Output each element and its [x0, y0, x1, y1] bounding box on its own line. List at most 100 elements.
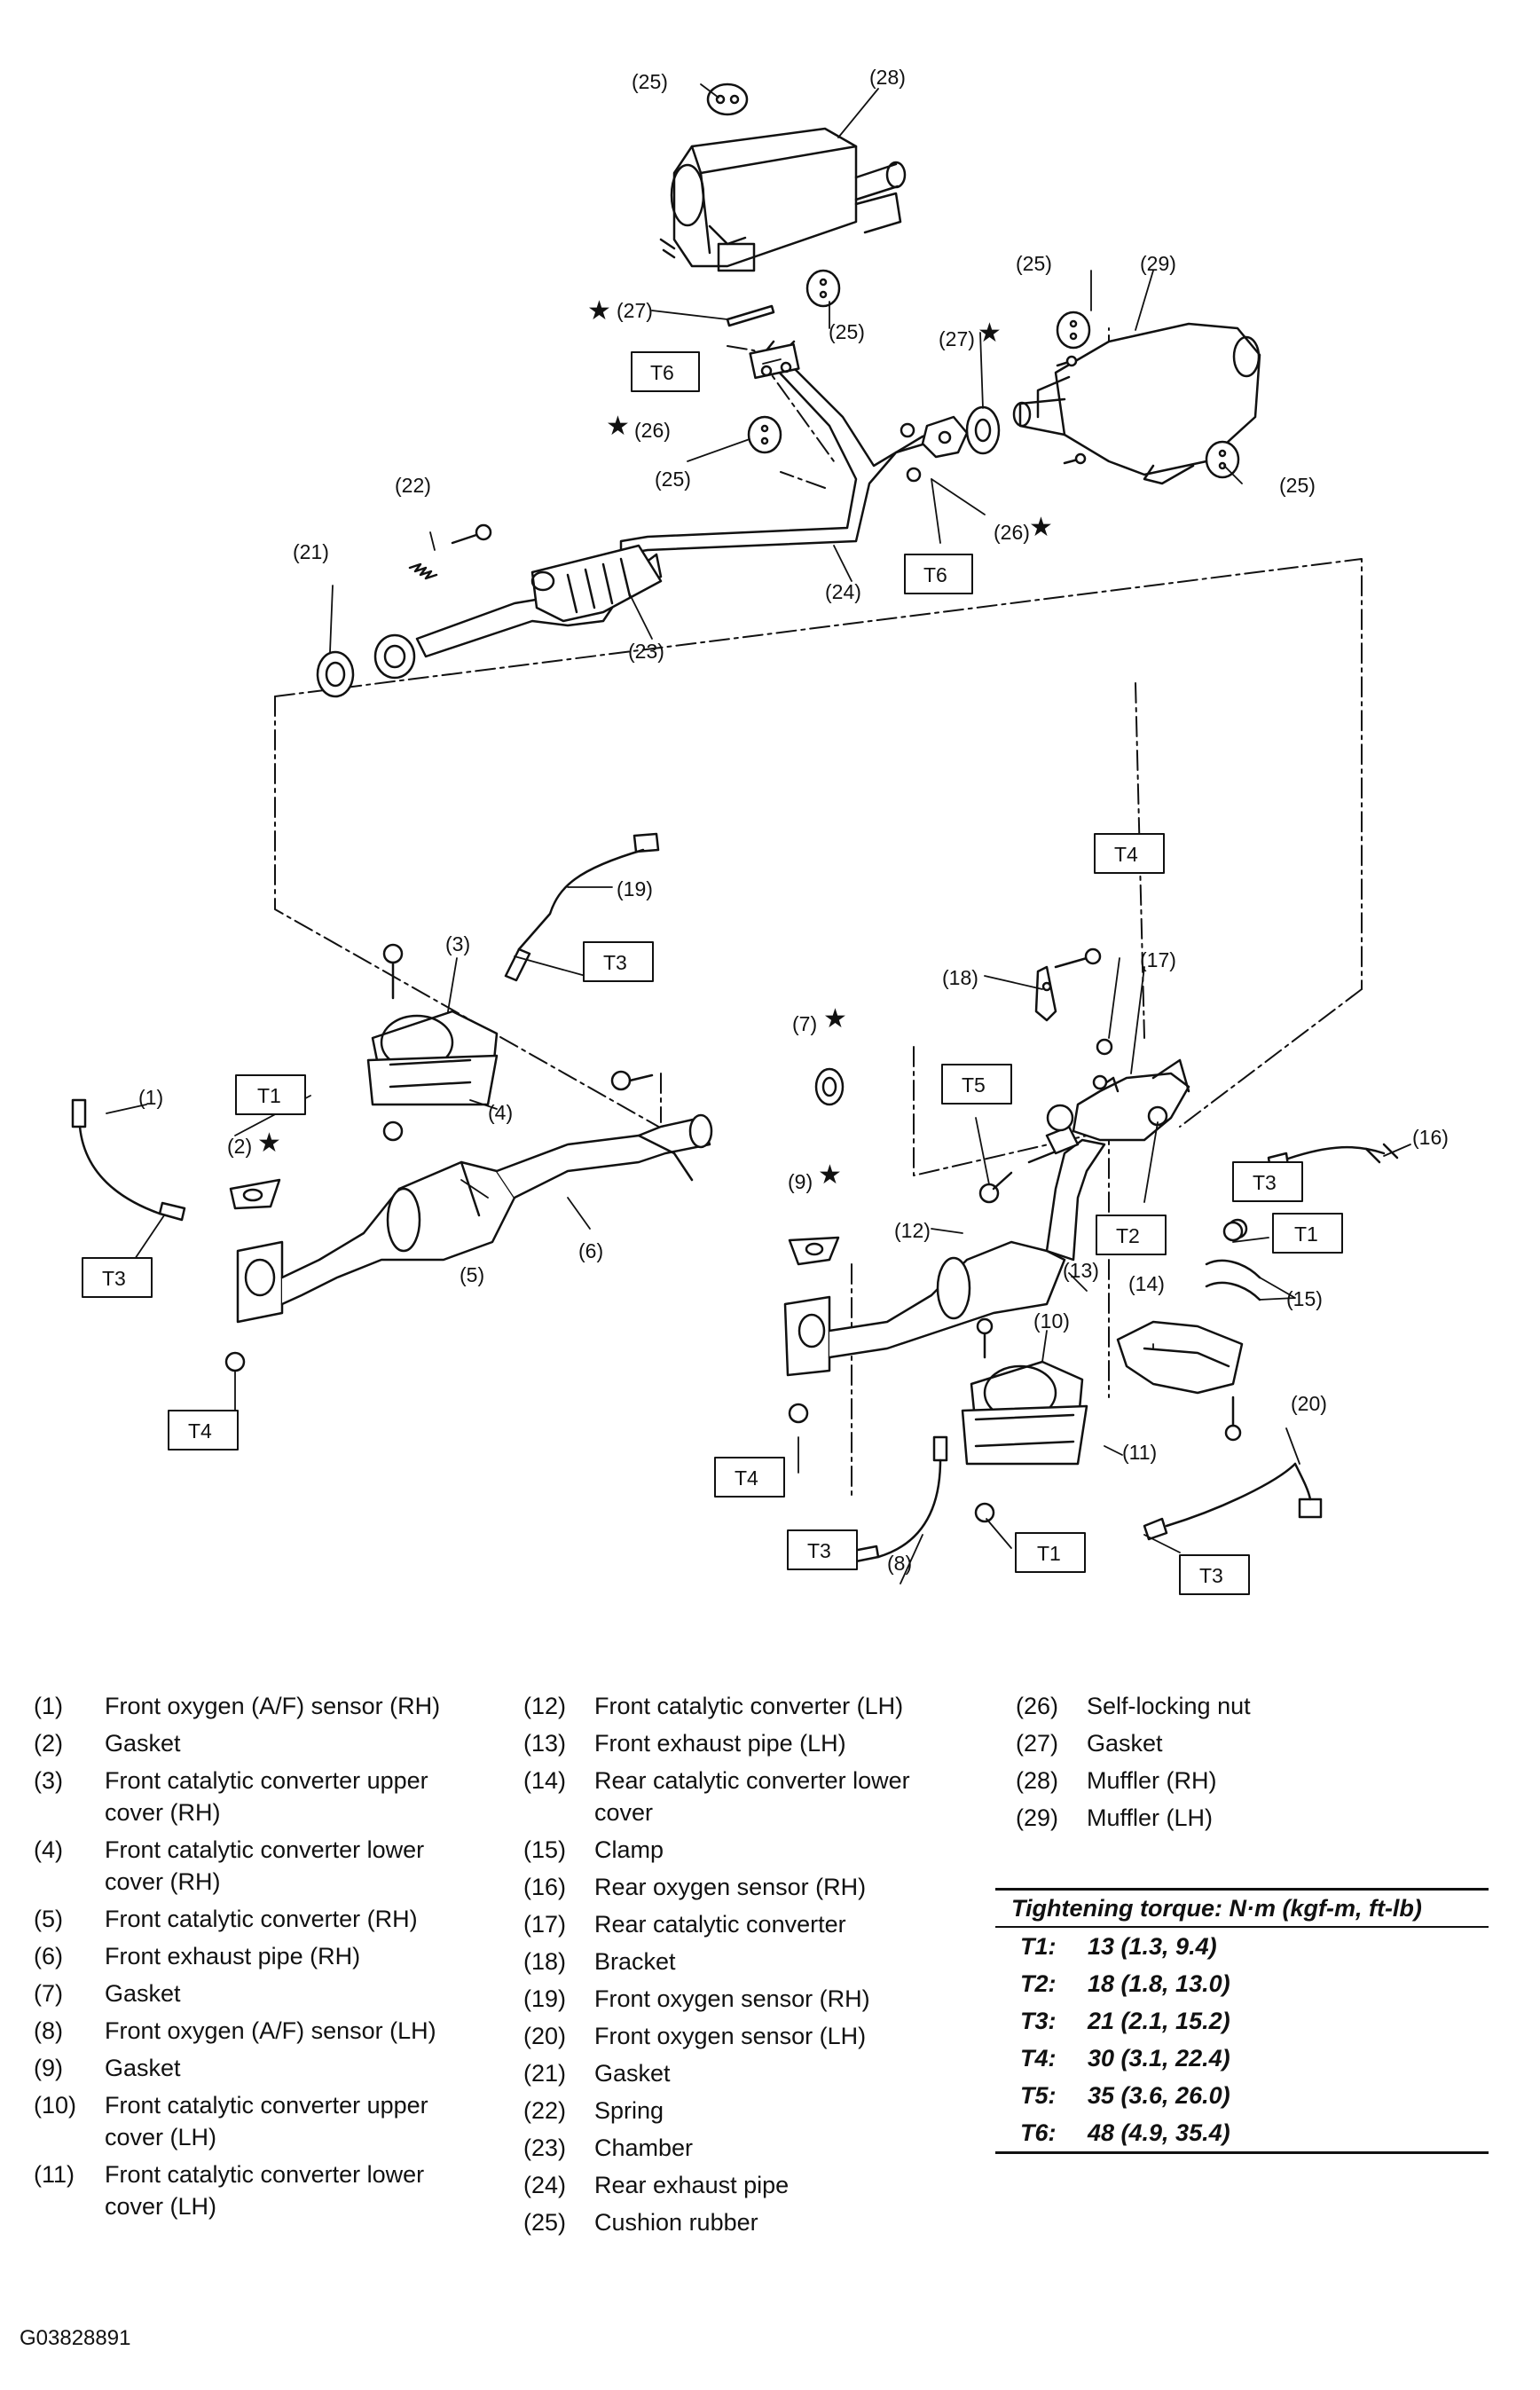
- callout-16: (16): [1412, 1126, 1449, 1149]
- figure-id: G03828891: [20, 2326, 131, 2350]
- legend-item-line: Rear catalytic converter: [594, 1911, 846, 1938]
- torque-row: T4:30 (3.1, 22.4): [995, 2040, 1489, 2077]
- legend-item: (17)Rear catalytic converter: [523, 1908, 985, 1940]
- torque-value: 18 (1.8, 13.0): [1088, 1970, 1230, 1997]
- cushion-rubber-25d: [1205, 440, 1240, 479]
- legend-item-line: Front catalytic converter (LH): [594, 1693, 904, 1719]
- legend-item-text: Rear catalytic converter: [594, 1908, 846, 1940]
- torque-box-t3-d: T3: [787, 1529, 858, 1570]
- star-27-b: ★: [978, 318, 1002, 348]
- legend-item-line: cover (LH): [105, 2124, 217, 2150]
- callout-2: (2): [227, 1135, 252, 1158]
- legend-item-text: Bracket: [594, 1946, 676, 1977]
- legend-item-line: Front catalytic converter (RH): [105, 1906, 418, 1932]
- legend-item-number: (12): [523, 1693, 567, 1719]
- legend-item-line: Front exhaust pipe (RH): [105, 1943, 361, 1969]
- svg-text:T3: T3: [603, 951, 627, 974]
- front-catalytic-converter-covers-lh: [961, 1317, 1088, 1466]
- muffler-rh: [659, 127, 907, 272]
- torque-table-title: Tightening torque: N·m (kgf-m, ft-lb): [995, 1891, 1489, 1928]
- legend-column-2: (12)Front catalytic converter (LH)(13)Fr…: [523, 1690, 985, 2244]
- torque-box-t6-b: T6: [904, 554, 973, 594]
- chamber: [415, 544, 663, 658]
- svg-text:T4: T4: [735, 1466, 758, 1490]
- legend-item-line: cover (RH): [105, 1799, 221, 1826]
- callout-26-a: (26): [634, 419, 671, 442]
- legend-item-line: Spring: [594, 2097, 664, 2124]
- legend-item: (22)Spring: [523, 2095, 985, 2127]
- legend-item-line: Muffler (LH): [1087, 1804, 1214, 1831]
- callout-24: (24): [825, 580, 861, 603]
- legend-item-line: Clamp: [594, 1836, 664, 1863]
- torque-value: 48 (4.9, 35.4): [1088, 2119, 1230, 2146]
- legend-item: (1)Front oxygen (A/F) sensor (RH): [34, 1690, 513, 1722]
- callout-12: (12): [894, 1219, 931, 1242]
- cushion-rubber-25c: [1056, 311, 1091, 350]
- legend-item: (26) Self-locking nut: [1016, 1690, 1512, 1722]
- legend-item-text: Gasket: [105, 2052, 181, 2084]
- nut-t4-rh: [224, 1351, 246, 1372]
- front-catalytic-converter-lh: [783, 1240, 1066, 1377]
- legend-item-line: Front exhaust pipe (LH): [594, 1730, 846, 1757]
- legend-item-line: Front oxygen sensor (RH): [594, 1985, 870, 2012]
- torque-key: T6:: [1020, 2119, 1057, 2146]
- callout-1: (1): [138, 1086, 163, 1109]
- legend-item-number: (20): [523, 2023, 567, 2049]
- legend-item: (29)Muffler (LH): [1016, 1802, 1512, 1834]
- legend-item-text: Gasket: [105, 1977, 181, 2009]
- legend-item-text: Front exhaust pipe (RH): [105, 1940, 360, 1972]
- legend-item-number: (4): [34, 1836, 63, 1863]
- callout-25-e: (25): [1279, 474, 1316, 497]
- legend-item-number: (5): [34, 1906, 63, 1932]
- callout-26-b: (26): [994, 521, 1030, 544]
- svg-text:T1: T1: [1037, 1542, 1061, 1565]
- callout-18: (18): [942, 966, 978, 989]
- parts-legend: (1)Front oxygen (A/F) sensor (RH)(2)Gask…: [0, 1690, 1540, 2329]
- legend-item-text: Rear oxygen sensor (RH): [594, 1871, 866, 1903]
- torque-value: 21 (2.1, 15.2): [1088, 2008, 1230, 2034]
- torque-value: 35 (3.6, 26.0): [1088, 2082, 1230, 2109]
- legend-item-line: Self-locking nut: [1087, 1693, 1251, 1719]
- flange-23: [373, 633, 416, 680]
- legend-item-number: (27): [1016, 1730, 1059, 1757]
- callout-9: (9): [788, 1170, 813, 1193]
- legend-item-line: Gasket: [105, 1980, 181, 2007]
- callout-10: (10): [1033, 1309, 1070, 1333]
- legend-item-number: (14): [523, 1767, 567, 1794]
- front-exhaust-pipe-rh: [495, 1113, 713, 1199]
- legend-item-text: Gasket: [594, 2057, 671, 2089]
- legend-item-number: (26): [1016, 1693, 1059, 1719]
- gasket-9: [788, 1236, 840, 1266]
- callout-25-b: (25): [829, 320, 865, 343]
- torque-box-t5: T5: [941, 1064, 1012, 1105]
- torque-row: T3:21 (2.1, 15.2): [995, 2002, 1489, 2040]
- legend-item-number: (7): [34, 1980, 63, 2007]
- svg-text:T4: T4: [188, 1419, 212, 1443]
- legend-item: (5) Front catalytic converter (RH): [34, 1903, 513, 1935]
- front-oxygen-sensor-rh-19: [504, 832, 660, 982]
- legend-item-text: Front catalytic converter (RH): [105, 1903, 418, 1935]
- legend-column-3: (26)Self-locking nut(27)Gasket(28)Muffle…: [1016, 1690, 1512, 1839]
- legend-item: (27)Gasket: [1016, 1727, 1512, 1759]
- callout-29: (29): [1140, 252, 1176, 275]
- nut-t1-rh: [382, 1120, 404, 1142]
- callout-4: (4): [488, 1101, 513, 1124]
- guide-lines: [274, 327, 1363, 1500]
- legend-item-line: Front oxygen (A/F) sensor (LH): [105, 2017, 436, 2044]
- callout-27-b: (27): [939, 327, 975, 350]
- legend-item: (23)Chamber: [523, 2132, 985, 2164]
- legend-item-text: Front catalytic converter (LH): [594, 1690, 903, 1722]
- torque-row: T1:13 (1.3, 9.4): [995, 1928, 1489, 1965]
- callout-23: (23): [628, 640, 664, 663]
- legend-item-line: cover (RH): [105, 1868, 221, 1895]
- legend-item-number: (21): [523, 2060, 567, 2087]
- legend-item-line: Gasket: [594, 2060, 671, 2087]
- legend-item-text: Front oxygen sensor (RH): [594, 1983, 870, 2015]
- legend-item: (18)Bracket: [523, 1946, 985, 1977]
- legend-item: (15)Clamp: [523, 1834, 985, 1866]
- bolt-t5: [978, 1171, 1013, 1204]
